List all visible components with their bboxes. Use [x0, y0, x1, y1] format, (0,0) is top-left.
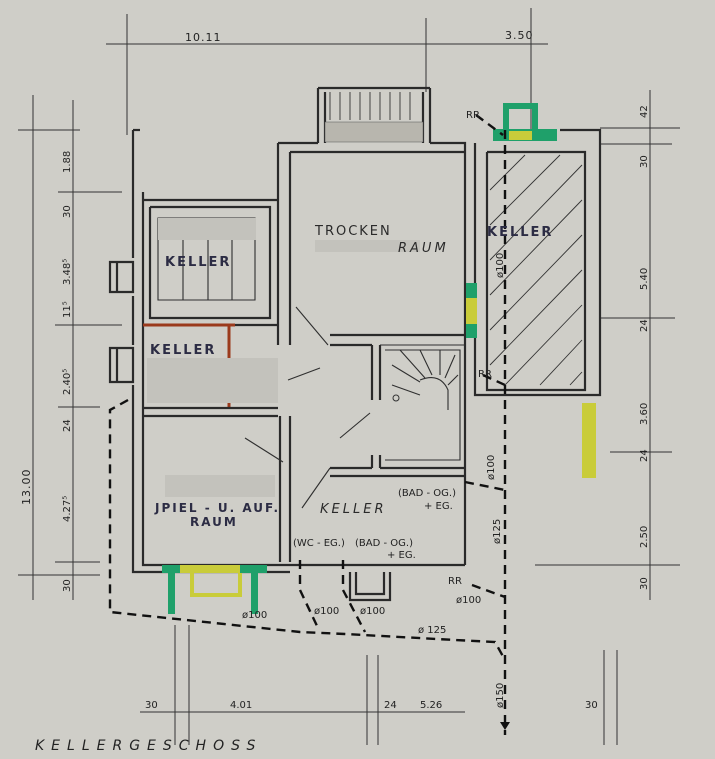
dim-right-3: 24 [639, 319, 650, 332]
rr-label-bottom: RR [448, 576, 462, 587]
redacted-areas [147, 218, 420, 497]
pipe-diameter-keller: ø100 [495, 253, 506, 278]
room-label-keller-top-left: KELLER [165, 255, 231, 270]
dim-left-total: 13.00 [20, 469, 33, 506]
pipe-diameter-wc: ø100 [314, 606, 339, 617]
rr-label-top: RR [466, 110, 480, 121]
color-markings [162, 103, 596, 614]
room-label-spielraum-raum: RAUM [190, 515, 238, 529]
dim-bottom-3: 5.26 [420, 700, 442, 711]
dim-right-4: 3.60 [639, 403, 650, 425]
room-label-keller-right: KELLER [487, 225, 553, 240]
dim-right-5: 24 [639, 449, 650, 462]
light-well-top-hatch [324, 92, 424, 143]
dim-bottom-1: 4.01 [230, 700, 252, 711]
dim-right-2: 5.40 [639, 268, 650, 290]
dim-right-0: 42 [639, 105, 650, 118]
pipe-diameter-center-right: ø100 [486, 455, 497, 480]
right-keller-hatch [489, 154, 583, 386]
annotation-bad-og-bottom: (BAD - OG.) [355, 538, 413, 549]
pipe-diameter-bottom-125: ø 125 [418, 625, 446, 636]
annotation-bad-og-right: (BAD - OG.) [398, 488, 456, 499]
dim-bottom-4: 30 [585, 700, 598, 711]
dim-left-5: 24 [62, 419, 73, 432]
dim-left-7: 30 [62, 579, 73, 592]
room-label-keller-mid-left: KELLER [150, 343, 216, 358]
pipe-diameter-bad: ø100 [360, 606, 385, 617]
pipe-diameter-rr-bottom: ø100 [456, 595, 481, 606]
dim-bottom-0: 30 [145, 700, 158, 711]
dim-left-3: 11⁵ [62, 301, 73, 318]
room-label-trocken: TROCKEN [314, 224, 392, 239]
dim-right-1: 30 [639, 155, 650, 168]
dim-top-right: 3.50 [505, 29, 534, 42]
dim-top-width: 10.11 [185, 31, 222, 44]
dimension-lines [18, 8, 680, 745]
pipe-diameter-spiel: ø100 [242, 610, 267, 621]
drain-pipes [108, 114, 510, 735]
dim-left-4: 2.40⁵ [62, 369, 73, 395]
pipe-diameter-outlet: ø150 [495, 683, 506, 708]
dim-left-1: 30 [62, 205, 73, 218]
annotation-bad-og-bottom-eg: + EG. [387, 550, 416, 561]
pipe-diameter-right-125: ø125 [492, 519, 503, 544]
room-label-spielraum: JPIEL - U. AUF. [154, 501, 280, 515]
room-label-keller-center: KELLER [320, 502, 386, 517]
staircase [391, 349, 459, 410]
annotation-wc-eg: (WC - EG.) [293, 538, 345, 549]
walls [108, 86, 602, 602]
room-label-raum: RAUM [398, 241, 449, 256]
dim-left-2: 3.48⁵ [62, 259, 73, 285]
rr-label-middle: RR [478, 369, 492, 380]
dim-bottom-2: 24 [384, 700, 397, 711]
drawing-title: KELLERGESCHOSS [35, 738, 262, 754]
dim-right-7: 30 [639, 577, 650, 590]
dim-right-6: 2.50 [639, 526, 650, 548]
annotation-bad-og-right-eg: + EG. [424, 501, 453, 512]
dim-left-0: 1.88 [62, 151, 73, 173]
dim-left-6: 4.27⁵ [62, 496, 73, 522]
